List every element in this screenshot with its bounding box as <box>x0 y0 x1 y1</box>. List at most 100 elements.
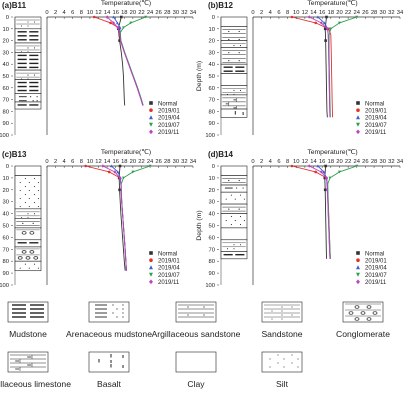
x-tick-label: 2 <box>260 10 263 16</box>
legend-label: 2019/07 <box>158 123 180 129</box>
y-tick-label: 70 <box>3 247 9 253</box>
y-tick-label: 60 <box>209 235 215 241</box>
x-tick-label: 20 <box>336 10 342 16</box>
data-point <box>112 21 115 25</box>
y-tick-label: 20 <box>3 188 9 194</box>
x-tick-label: 34 <box>190 10 197 16</box>
y-tick-label: 40 <box>209 62 215 68</box>
legend-item-mudstone: Mudstone <box>7 301 49 339</box>
y-tick-label: 60 <box>3 235 9 241</box>
x-tick-label: 16 <box>112 10 118 16</box>
y-tick-label: 30 <box>209 50 215 56</box>
data-point <box>116 25 120 30</box>
data-point <box>314 21 317 25</box>
y-tick-label: 80 <box>209 109 215 115</box>
legend-label: 2019/11 <box>365 280 387 286</box>
y-tick-label: 50 <box>209 74 215 80</box>
x-tick-label: 28 <box>371 10 377 16</box>
data-point <box>118 39 121 42</box>
x-tick-label: 14 <box>310 159 317 165</box>
y-tick-label: 20 <box>3 39 9 45</box>
y-tick-label: 100 <box>205 133 215 139</box>
lithology-layer-clay <box>14 165 42 176</box>
x-tick-label: 28 <box>164 159 170 165</box>
data-point <box>109 21 112 25</box>
y-tick-label: 10 <box>209 27 215 33</box>
data-point <box>323 176 327 180</box>
x-tick-label: 6 <box>71 159 74 165</box>
y-tick-label: 70 <box>209 98 215 104</box>
data-point <box>355 164 359 168</box>
x-axis-title: Temperature(℃) <box>307 149 357 156</box>
lithology-layer-silt <box>14 260 42 272</box>
lithology-layer-basalt <box>220 108 248 118</box>
data-point <box>338 170 341 174</box>
lithology-layer-mudstone <box>220 251 248 260</box>
data-point <box>118 176 122 180</box>
legend-marker <box>356 265 360 270</box>
data-point <box>355 15 359 19</box>
legend-marker <box>356 115 360 120</box>
data-point <box>307 164 311 168</box>
data-point <box>319 170 323 174</box>
data-point <box>84 164 87 168</box>
y-tick-label: 90 <box>209 121 215 127</box>
data-point <box>144 15 148 19</box>
lithology-layer-silt <box>220 213 248 229</box>
x-tick-label: 18 <box>328 10 334 16</box>
x-tick-label: 6 <box>71 10 74 16</box>
x-tick-label: 2 <box>54 10 57 16</box>
legend-item-label: Arenaceous mudstone <box>66 329 152 339</box>
legend-marker <box>356 101 360 105</box>
x-tick-label: 18 <box>121 159 127 165</box>
lithology-layer-mudstone <box>14 239 42 248</box>
y-axis-title: Depth (m) <box>196 61 203 91</box>
series-line-2019/11 <box>309 16 331 118</box>
y-tick-label: 80 <box>3 109 9 115</box>
legend-label: 2019/07 <box>365 273 387 279</box>
legend-marker <box>149 115 153 120</box>
lithology-layer-argillaceous-sandstone <box>220 175 248 186</box>
x-tick-label: 16 <box>319 10 325 16</box>
legend-marker <box>149 258 153 263</box>
lithology-layer-silt <box>220 191 248 205</box>
legend-item-argillaceous-limestone: Argillaceous limestone <box>0 351 71 389</box>
lithology-layer-sandstone <box>220 40 248 48</box>
lithology-layer-clay <box>220 165 248 176</box>
y-tick-label: 100 <box>0 283 9 289</box>
y-tick-label: 30 <box>3 50 9 56</box>
x-tick-label: 4 <box>269 10 273 16</box>
legend-label: 2019/04 <box>365 116 387 122</box>
x-tick-label: 0 <box>45 10 48 16</box>
y-tick-label: 80 <box>209 259 215 265</box>
legend-item-label: Argillaceous limestone <box>0 379 71 389</box>
x-tick-label: 8 <box>80 10 83 16</box>
y-tick-label: 60 <box>3 86 9 92</box>
y-tick-label: 40 <box>209 212 215 218</box>
y-tick-label: 0 <box>6 15 9 21</box>
x-tick-label: 28 <box>371 159 377 165</box>
x-tick-label: 28 <box>164 10 170 16</box>
data-point <box>323 188 327 192</box>
legend-marker <box>149 108 153 112</box>
x-tick-label: 26 <box>362 10 368 16</box>
legend-marker <box>356 129 360 135</box>
data-point <box>329 27 333 31</box>
x-tick-label: 2 <box>260 159 263 165</box>
series-line-2019/11 <box>102 165 127 271</box>
x-tick-label: 32 <box>181 159 187 165</box>
x-tick-label: 6 <box>277 10 280 16</box>
lithology-layer-sandstone <box>14 69 42 80</box>
lithology-layer-sandstone <box>220 85 248 96</box>
legend-marker <box>149 101 153 105</box>
legend-marker <box>149 272 153 277</box>
series-line-2019/07 <box>327 165 357 259</box>
legend-item-label: Sandstone <box>261 329 302 339</box>
y-tick-label: 70 <box>209 247 215 253</box>
legend-label: 2019/01 <box>365 259 387 265</box>
legend-item-clay: Clay <box>175 351 217 389</box>
legend-item-label: Basalt <box>97 379 121 389</box>
